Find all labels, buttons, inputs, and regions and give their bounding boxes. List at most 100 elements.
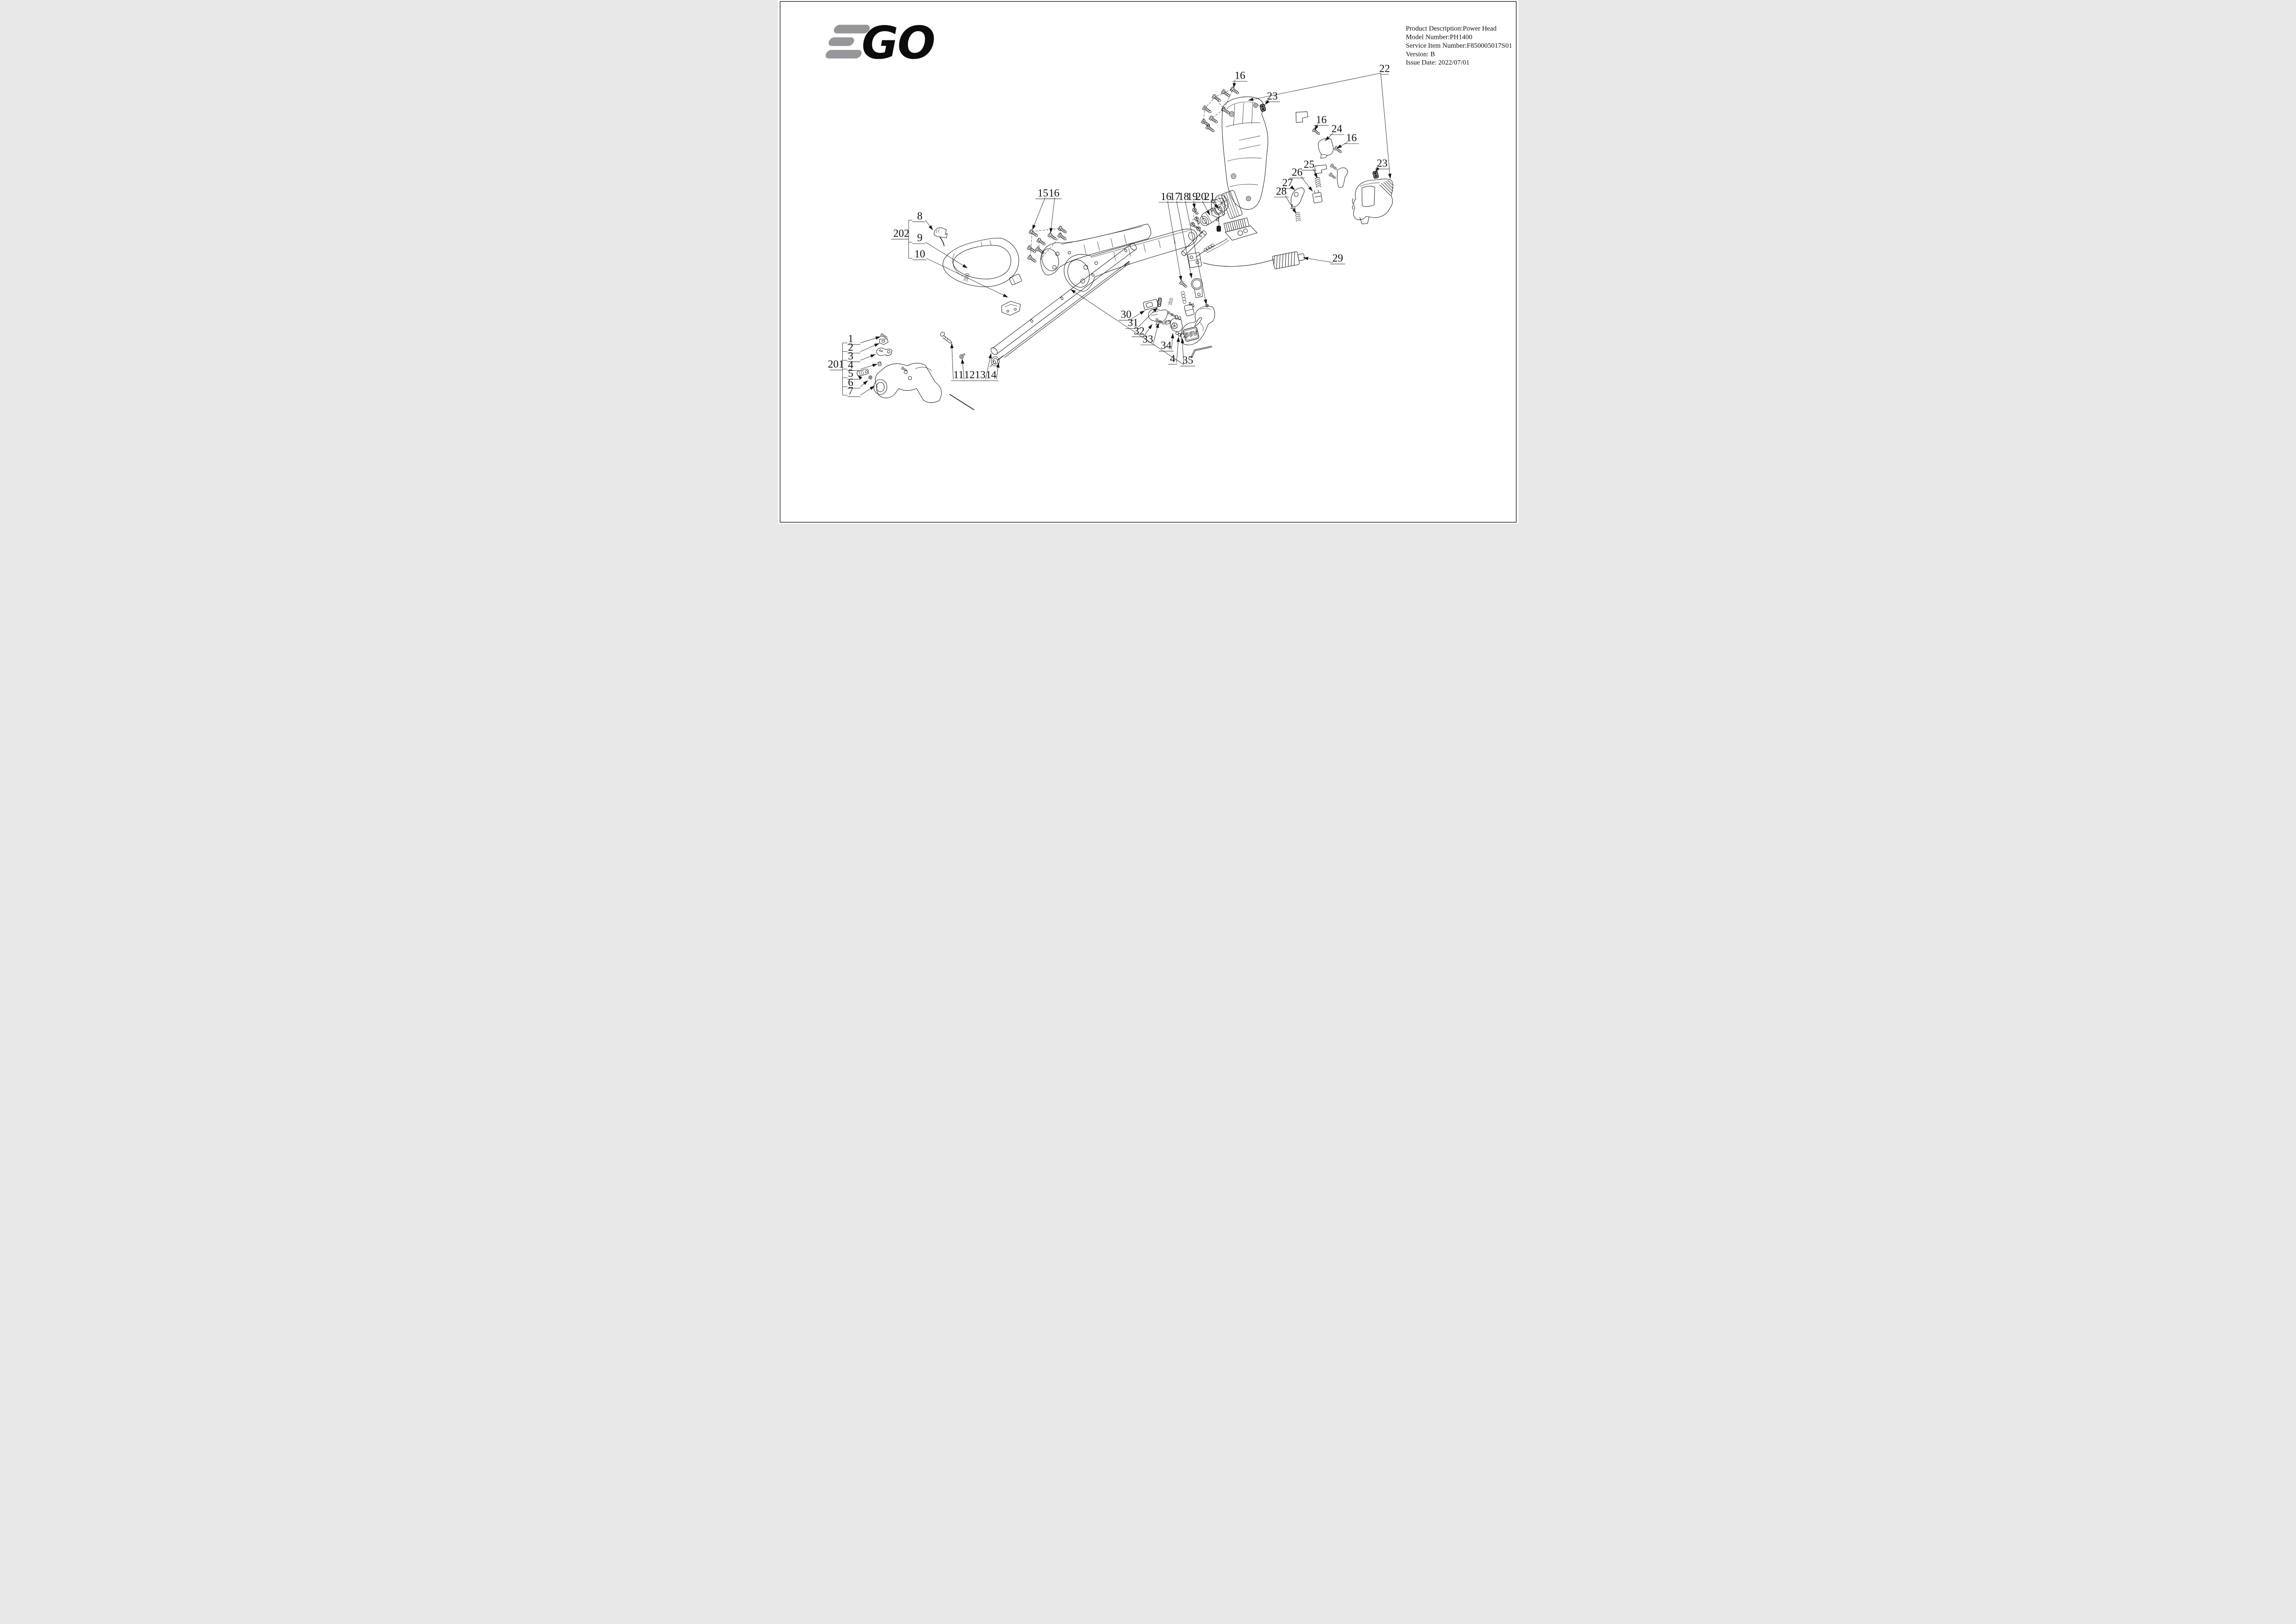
trigger-cover-24 [1318, 138, 1333, 159]
callout-number: 7 [848, 385, 853, 397]
leader-arrowhead [960, 358, 964, 364]
shaft-bearing-14 [989, 356, 1003, 367]
title-line-model: Model Number:PH1400 [1406, 33, 1472, 41]
callout-number: 19 [1187, 191, 1197, 203]
callout-16: 16 [1336, 132, 1359, 149]
handle-clamp-8 [933, 227, 947, 246]
title-line-service: Service Item Number:F850005017S01 [1406, 42, 1512, 50]
handle-bracket-10 [1001, 301, 1020, 316]
title-line-version: Version: B [1406, 50, 1435, 58]
leader-arrowhead [962, 264, 968, 269]
callout-number: 14 [985, 369, 996, 381]
trigger-slot [1194, 317, 1202, 327]
right-housing-half [1352, 179, 1393, 225]
upper-shaft-stub [1181, 231, 1207, 256]
rear-trigger-group [1143, 297, 1185, 338]
callout-19: 19 [1184, 191, 1200, 209]
callout-number: 28 [1276, 186, 1286, 198]
title-line-product: Product Description:Power Head [1406, 25, 1497, 32]
motor-connector [1216, 225, 1221, 232]
boom-tube [990, 243, 1137, 355]
callout-6: 6 [847, 376, 868, 388]
leader-arrowhead [1152, 307, 1157, 312]
callout-number: 16 [1160, 191, 1171, 203]
callout-23: 23 [1374, 157, 1390, 173]
callout-number: 15 [1037, 187, 1048, 199]
left-housing-half [1221, 96, 1268, 210]
callout-number: 18 [1178, 191, 1188, 203]
leader-arrowhead [1178, 275, 1182, 281]
callout-4: 4 [847, 359, 877, 371]
leader-arrowhead [1289, 185, 1295, 190]
micro-switch-26 [1312, 189, 1322, 203]
o-ring-4b [1177, 333, 1181, 337]
wire-to-switch [1202, 259, 1275, 267]
callout-16: 16 [1232, 70, 1247, 88]
callout-9: 9 [912, 232, 968, 269]
lock-button-5 [856, 369, 869, 376]
shell-half-lower [1064, 229, 1197, 292]
leader-arrowhead [1148, 324, 1152, 329]
callout-15: 15 [1032, 187, 1051, 230]
callout-number: 6 [848, 376, 853, 388]
leader-arrowhead [1336, 144, 1342, 149]
motor-screw-cluster-19 [1190, 207, 1204, 234]
callout-number: 25 [1303, 159, 1314, 171]
callout-number: 23 [1376, 157, 1387, 169]
handle-ferrule [1009, 274, 1022, 285]
callout-29: 29 [1303, 252, 1345, 264]
callout-number: 35 [1182, 355, 1193, 367]
leader-arrowhead [872, 363, 877, 367]
callout-number: 16 [1234, 70, 1245, 82]
leader-arrowhead [1314, 125, 1319, 131]
leader-arrowhead [1232, 82, 1236, 88]
ego-logo: GO TM [825, 17, 935, 69]
callout-22: 22 [1248, 62, 1392, 179]
callout-number: 9 [917, 232, 922, 244]
leader-arrowhead [928, 225, 933, 231]
callout-number: 22 [1379, 62, 1390, 75]
callout-28: 28 [1273, 186, 1296, 214]
badge-56v: 56V [1182, 326, 1199, 342]
badge-56v-text: 56V [1184, 330, 1199, 340]
callout-2: 2 [847, 342, 879, 354]
callout-25: 25 [1301, 159, 1318, 179]
drive-shaft-assembly [959, 231, 1207, 367]
leader-arrowhead [1176, 337, 1180, 342]
callout-26: 26 [1289, 166, 1313, 192]
leader-arrowhead [874, 343, 879, 347]
spring-pin-4 [877, 361, 882, 366]
small-parts-group [856, 333, 892, 380]
lockout-lever [1337, 167, 1348, 188]
motor-stator [1221, 190, 1242, 219]
diagram-canvas: GO TM Product Description:Power Head Mod… [778, 0, 1518, 524]
parts-diagram-sheet: GO TM Product Description:Power Head Mod… [778, 0, 1518, 524]
leader-arrowhead [875, 336, 881, 340]
callout-30: 30 [1118, 309, 1145, 321]
leader-arrowhead [1032, 225, 1036, 230]
callout-number: 21 [1204, 191, 1215, 203]
callout-number: 1 [848, 333, 853, 345]
logo-tm: TM [916, 25, 925, 32]
leader-arrowhead [857, 375, 862, 380]
controller-assembly [1187, 217, 1305, 269]
callout-number: 23 [1267, 90, 1277, 102]
leader-arrowhead [988, 353, 992, 359]
wire-harness [1195, 238, 1227, 257]
callout-number: 4 [848, 359, 853, 371]
callout-201: 201 [828, 358, 844, 370]
louver-vents [1379, 180, 1393, 196]
callout-33: 33 [1140, 323, 1159, 345]
callout-number: 4 [1170, 353, 1175, 365]
callout-number: 8 [917, 210, 922, 222]
callout-21: 21 [1202, 191, 1219, 209]
callout-number: 30 [1120, 309, 1131, 321]
leader-arrowhead [1313, 173, 1318, 179]
leader-arrowhead [996, 362, 1000, 368]
leader-arrowhead [1388, 174, 1392, 179]
callout-23: 23 [1264, 90, 1280, 105]
leader-arrowhead [1049, 228, 1053, 233]
callout-32: 32 [1131, 324, 1152, 337]
callout-35: 35 [1070, 289, 1195, 367]
